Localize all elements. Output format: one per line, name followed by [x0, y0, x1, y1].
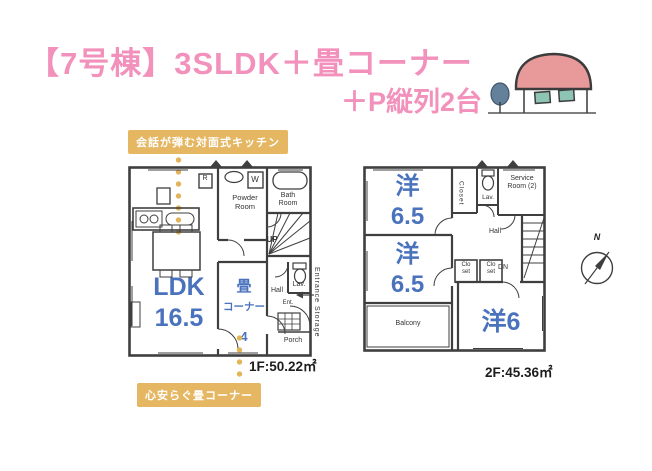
- floor2-plan: 洋 6.5 洋 6.5 洋6 Closet Lav. Service Room …: [363, 158, 546, 352]
- tree-icon: [490, 82, 510, 106]
- stairs-dn-label: DN: [497, 264, 509, 271]
- compass-n-label: N: [593, 232, 601, 242]
- ldk-room-label: LDK 16.5: [133, 272, 225, 334]
- lav-label-2f: Lav.: [482, 194, 494, 201]
- house-icon: [488, 52, 596, 114]
- washer-label: W: [251, 175, 259, 184]
- hall-label-1f: Hall: [270, 287, 284, 294]
- floor2-walls: [363, 160, 546, 352]
- bedroom2-name: 洋: [395, 241, 420, 268]
- floor1-walls: [128, 160, 312, 357]
- tatami-annotation-badge: 心安らぐ畳コーナー: [137, 383, 261, 407]
- bedroom2-label: 洋 6.5: [363, 240, 452, 300]
- storage-arrow-icon: [296, 291, 314, 299]
- floor1-plan: R W Powder Room Bath Room UP Lav. Hall E…: [128, 158, 312, 357]
- kitchen-annotation-dotline: [175, 156, 182, 238]
- closet1-label: Clo set: [461, 262, 471, 275]
- porch-label: Porch: [283, 337, 303, 344]
- page-title: 【7号棟】3SLDK＋畳コーナー: [28, 46, 473, 81]
- compass: N: [574, 232, 620, 292]
- tatami-annotation-dotline: [236, 334, 243, 382]
- fridge-label: R: [202, 175, 208, 182]
- bedroom1-name: 洋: [395, 173, 420, 200]
- floor1-area-label: 1F:50.22㎡: [249, 359, 317, 374]
- tatami-room-label: 畳 コーナー 4: [221, 275, 267, 344]
- compass-icon: [580, 251, 614, 285]
- tatami-line1: 畳: [236, 278, 252, 295]
- lav-label-1f: Lav.: [292, 281, 306, 288]
- bedroom3-label: 洋6: [481, 308, 521, 336]
- bedroom2-size: 6.5: [390, 271, 425, 298]
- bath-room-label: Bath Room: [278, 192, 298, 208]
- entrance-storage-label: Entrance Storage: [313, 266, 321, 338]
- service-room-label: Service Room (2): [507, 175, 537, 191]
- ldk-name: LDK: [153, 273, 205, 301]
- ldk-size: 16.5: [154, 304, 204, 332]
- balcony-label: Balcony: [395, 320, 421, 327]
- page-subtitle: ＋P縦列2台: [340, 87, 482, 117]
- powder-room-label: Powder Room: [232, 193, 258, 211]
- entrance-label: Ent.: [282, 300, 294, 306]
- tatami-line3: 4: [240, 329, 248, 344]
- kitchen-annotation-badge: 会話が弾む対面式キッチン: [128, 130, 288, 154]
- tatami-line2: コーナー: [223, 301, 265, 313]
- closet2-label: Clo set: [486, 262, 496, 275]
- closet-label: Closet: [457, 180, 465, 206]
- stairs-up-label: UP: [266, 235, 278, 244]
- bedroom1-label: 洋 6.5: [363, 172, 452, 232]
- bedroom1-size: 6.5: [390, 203, 425, 230]
- hall-label-2f: Hall: [488, 228, 502, 235]
- floor2-area-label: 2F:45.36㎡: [485, 365, 553, 380]
